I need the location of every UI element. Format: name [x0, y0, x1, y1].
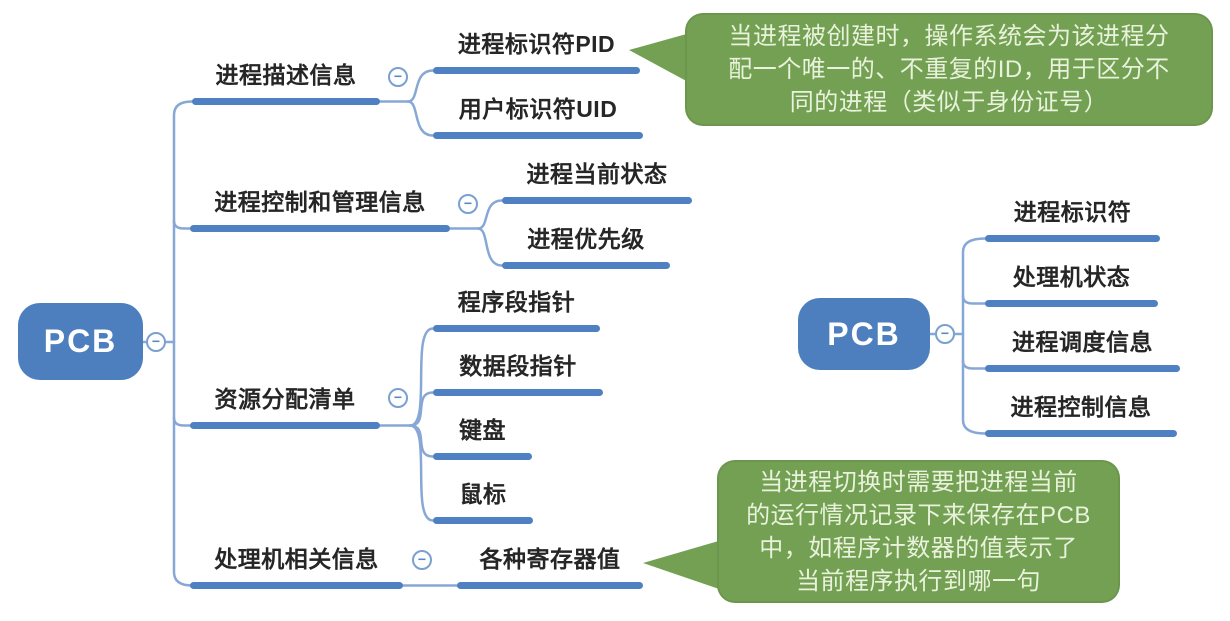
topic-label: 进程控制信息 — [1010, 394, 1152, 420]
topic-label: 进程控制和管理信息 — [214, 189, 426, 215]
minus-icon: − — [940, 325, 950, 341]
topic-underline — [192, 98, 380, 105]
topic-label: 进程优先级 — [527, 226, 645, 252]
child-process-priority[interactable]: 进程优先级 — [502, 226, 670, 269]
child-mouse[interactable]: 鼠标 — [433, 481, 533, 524]
topic-underline — [985, 300, 1158, 307]
topic-underline — [433, 389, 603, 396]
callout-tail-top — [629, 33, 690, 83]
topic-label: 进程调度信息 — [1012, 329, 1153, 355]
minus-icon: − — [393, 389, 403, 405]
topic-underline — [433, 325, 600, 332]
topic-process-scheduling-info[interactable]: 进程调度信息 — [985, 329, 1180, 372]
collapse-button-left-root[interactable]: − — [146, 332, 166, 352]
topic-underline — [433, 453, 532, 460]
child-process-current-state[interactable]: 进程当前状态 — [502, 161, 692, 204]
callout-pid-note[interactable]: 当进程被创建时，操作系统会为该进程分 配一个唯一的、不重复的ID，用于区分不 同… — [685, 13, 1213, 126]
topic-label: 程序段指针 — [457, 289, 576, 315]
child-register-values[interactable]: 各种寄存器值 — [457, 546, 643, 589]
topic-label: 进程当前状态 — [526, 161, 668, 187]
topic-label: 键盘 — [459, 417, 506, 443]
topic-label: 进程描述信息 — [215, 62, 357, 88]
child-process-identifier-pid[interactable]: 进程标识符PID — [433, 31, 640, 74]
topic-label: 用户标识符UID — [458, 96, 618, 122]
topic-label: 进程标识符PID — [457, 31, 616, 57]
topic-process-control-info[interactable]: 进程控制信息 — [985, 394, 1177, 437]
minus-icon: − — [393, 68, 403, 84]
callout-tails — [629, 33, 722, 590]
callout-register-note[interactable]: 当进程切换时需要把进程当前 的运行情况记录下来保存在PCB 中，如程序计数器的值… — [717, 460, 1120, 603]
topic-label: 鼠标 — [459, 481, 507, 507]
topic-underline — [985, 235, 1160, 242]
topic-underline — [985, 430, 1177, 437]
topic-processor-related-info[interactable]: 处理机相关信息 — [190, 546, 403, 589]
topic-label: 数据段指针 — [459, 353, 577, 379]
minus-icon: − — [151, 333, 161, 349]
topic-label: 进程标识符 — [1013, 199, 1132, 225]
topic-underline — [433, 517, 533, 524]
topic-underline — [190, 422, 380, 429]
topic-resource-allocation-list[interactable]: 资源分配清单 — [190, 386, 380, 429]
left-root-label: PCB — [43, 323, 118, 359]
topic-underline — [190, 225, 450, 232]
right-root-label: PCB — [827, 315, 901, 352]
topic-process-control-management-info[interactable]: 进程控制和管理信息 — [190, 189, 450, 232]
topic-underline — [433, 132, 643, 139]
left-root-pcb[interactable]: PCB — [18, 303, 143, 380]
collapse-button-right-root[interactable]: − — [935, 324, 955, 344]
child-keyboard[interactable]: 键盘 — [433, 417, 532, 460]
collapse-button-branch-2[interactable]: − — [458, 194, 478, 214]
child-user-identifier-uid[interactable]: 用户标识符UID — [433, 96, 643, 139]
topic-underline — [457, 582, 643, 589]
topic-process-identifier[interactable]: 进程标识符 — [985, 199, 1160, 242]
topic-underline — [502, 262, 670, 269]
topic-label: 资源分配清单 — [214, 386, 356, 412]
topic-underline — [985, 365, 1180, 372]
child-data-segment-pointer[interactable]: 数据段指针 — [433, 353, 603, 396]
topic-label: 各种寄存器值 — [479, 546, 621, 572]
branch-lines — [141, 69, 987, 587]
topic-underline — [190, 582, 403, 589]
callout-text: 当进程被创建时，操作系统会为该进程分 配一个唯一的、不重复的ID，用于区分不 同… — [728, 23, 1170, 116]
topic-label: 处理机状态 — [1012, 264, 1131, 290]
topic-underline — [433, 67, 640, 74]
callout-tail-bottom — [643, 540, 722, 590]
topic-label: 处理机相关信息 — [214, 546, 379, 572]
callout-text: 当进程切换时需要把进程当前 的运行情况记录下来保存在PCB 中，如程序计数器的值… — [746, 468, 1091, 595]
collapse-button-branch-3[interactable]: − — [388, 388, 408, 408]
collapse-button-branch-4[interactable]: − — [412, 550, 432, 570]
minus-icon: − — [463, 195, 473, 211]
topic-process-description-info[interactable]: 进程描述信息 — [192, 62, 380, 105]
child-program-segment-pointer[interactable]: 程序段指针 — [433, 289, 600, 332]
minus-icon: − — [417, 551, 427, 567]
right-root-pcb[interactable]: PCB — [798, 298, 930, 370]
topic-underline — [502, 197, 692, 204]
topic-processor-state[interactable]: 处理机状态 — [985, 264, 1158, 307]
collapse-button-branch-1[interactable]: − — [388, 67, 408, 87]
